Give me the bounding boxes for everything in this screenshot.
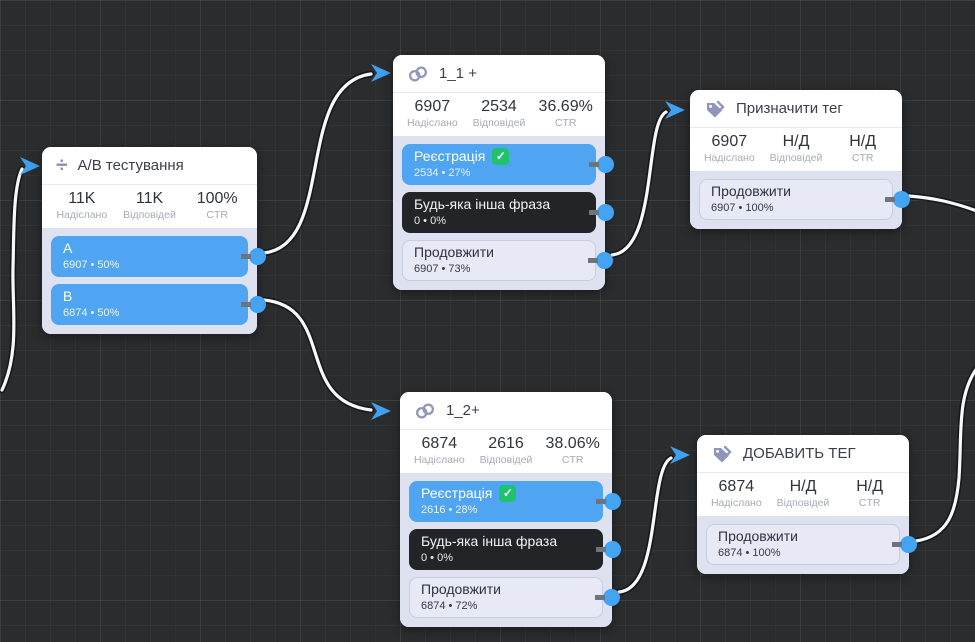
node-title: А/В тестування (77, 157, 184, 174)
button-label: Реєстрація (421, 485, 493, 501)
stat-replies: 2616 Відповідей (479, 435, 533, 466)
connection-add-tag-out (914, 368, 975, 543)
node-stats: 6907 Надіслано Н/Д Відповідей Н/Д CTR (690, 128, 902, 171)
stat-replies: Н/Д Відповідей (769, 133, 823, 164)
connection-port[interactable] (588, 252, 613, 269)
split-icon: ÷ (56, 154, 68, 177)
node-assign-tag[interactable]: Призначити тег 6907 Надіслано Н/Д Відпов… (690, 90, 910, 229)
button-stats: 6907 • 50% (63, 259, 120, 271)
stat-replies: 11K Відповідей (123, 190, 176, 221)
stat-replies: 2534 Відповідей (472, 98, 526, 129)
reply-button-any-other-phrase[interactable]: Будь-яка інша фраза 0 • 0% (409, 529, 621, 570)
continue-button[interactable]: Продовжити 6907 • 100% (699, 179, 910, 220)
node-ab-test[interactable]: ÷ А/В тестування 11K Надіслано 11K Відпо… (42, 147, 266, 334)
variant-b-button[interactable]: B 6874 • 50% (51, 284, 266, 325)
button-label: Продовжити (718, 528, 798, 544)
connection-1_1-to-assign-tag (610, 110, 668, 257)
node-title: Призначити тег (736, 100, 843, 117)
tag-icon (711, 444, 733, 464)
continue-button[interactable]: Продовжити 6874 • 100% (706, 524, 917, 565)
button-label: Будь-яка інша фраза (414, 196, 551, 212)
stat-sent: 6907 Надіслано (406, 98, 458, 129)
stat-sent: 6907 Надіслано (703, 133, 755, 164)
connection-a-to-1_1 (262, 72, 373, 255)
connection-port[interactable] (241, 296, 266, 313)
node-body: A 6907 • 50% B 6874 • 50% (42, 228, 266, 334)
node-add-tag[interactable]: ДОБАВИТЬ ТЕГ 6874 Надіслано Н/Д Відповід… (697, 435, 917, 574)
node-title: 1_1 + (439, 65, 477, 82)
node-title: ДОБАВИТЬ ТЕГ (743, 445, 856, 462)
button-label: Будь-яка інша фраза (421, 533, 558, 549)
variant-a-button[interactable]: A 6907 • 50% (51, 236, 266, 277)
stat-sent: 6874 Надіслано (710, 478, 762, 509)
node-header: ÷ А/В тестування (42, 147, 257, 185)
button-stats: 0 • 0% (414, 215, 446, 227)
arrowhead (371, 64, 391, 82)
connection-port[interactable] (596, 541, 621, 558)
node-body: Реєстрація ✓ 2534 • 27% Будь-яка інша фра… (393, 136, 614, 290)
button-stats: 6874 • 72% (421, 600, 478, 612)
connection-1_2-to-add-tag (617, 456, 673, 594)
stat-ctr: Н/Д CTR (856, 478, 884, 509)
node-stats: 6874 Надіслано Н/Д Відповідей Н/Д CTR (697, 473, 909, 516)
continue-button[interactable]: Продовжити 6907 • 73% (402, 240, 613, 281)
button-label: A (63, 240, 73, 256)
button-stats: 6907 • 73% (414, 263, 471, 275)
node-stats: 6907 Надіслано 2534 Відповідей 36.69% CT… (393, 93, 605, 136)
button-label: B (63, 288, 73, 304)
connection-assign-tag-out (907, 194, 975, 212)
stat-sent: 11K Надіслано (56, 190, 108, 221)
connection-port[interactable] (892, 536, 917, 553)
button-stats: 6907 • 100% (711, 202, 774, 214)
connection-port[interactable] (595, 589, 620, 606)
node-header: 1_2+ (400, 392, 612, 430)
arrowhead (20, 157, 40, 175)
tag-icon (704, 99, 726, 119)
node-message-1-1[interactable]: 1_1 + 6907 Надіслано 2534 Відповідей 36.… (393, 55, 614, 290)
stat-ctr: 36.69% CTR (538, 98, 593, 129)
connection-port[interactable] (596, 493, 621, 510)
link-icon (407, 64, 429, 84)
button-stats: 6874 • 50% (63, 307, 120, 319)
node-body: Продовжити 6907 • 100% (690, 171, 910, 229)
reply-button-any-other-phrase[interactable]: Будь-яка інша фраза 0 • 0% (402, 192, 614, 233)
button-stats: 0 • 0% (421, 552, 453, 564)
arrowhead (670, 446, 690, 464)
reply-button-registration[interactable]: Реєстрація ✓ 2534 • 27% (402, 144, 614, 185)
button-stats: 2534 • 27% (414, 167, 471, 179)
connection-port[interactable] (241, 248, 266, 265)
button-label: Продовжити (421, 581, 501, 597)
node-message-1-2[interactable]: 1_2+ 6874 Надіслано 2616 Відповідей 38.0… (400, 392, 621, 627)
button-stats: 2616 • 28% (421, 504, 478, 516)
node-title: 1_2+ (446, 402, 480, 419)
connection-entry (0, 167, 24, 392)
continue-button[interactable]: Продовжити 6874 • 72% (409, 577, 620, 618)
stat-sent: 6874 Надіслано (413, 435, 465, 466)
button-label: Продовжити (711, 183, 791, 199)
check-icon: ✓ (499, 485, 517, 502)
node-body: Реєстрація ✓ 2616 • 28% Будь-яка інша фра… (400, 473, 621, 627)
button-stats: 6874 • 100% (718, 547, 781, 559)
button-label: Реєстрація (414, 148, 486, 164)
node-stats: 11K Надіслано 11K Відповідей 100% CTR (42, 185, 257, 228)
check-icon: ✓ (492, 148, 510, 165)
connection-port[interactable] (885, 191, 910, 208)
stat-replies: Н/Д Відповідей (776, 478, 830, 509)
arrowhead (371, 402, 391, 420)
stat-ctr: Н/Д CTR (849, 133, 877, 164)
connection-port[interactable] (589, 156, 614, 173)
stat-ctr: 38.06% CTR (545, 435, 600, 466)
node-header: 1_1 + (393, 55, 605, 93)
stat-ctr: 100% CTR (196, 190, 238, 221)
node-stats: 6874 Надіслано 2616 Відповідей 38.06% CT… (400, 430, 612, 473)
button-label: Продовжити (414, 244, 494, 260)
node-header: Призначити тег (690, 90, 902, 128)
node-header: ДОБАВИТЬ ТЕГ (697, 435, 909, 473)
arrowhead (665, 101, 685, 119)
connection-port[interactable] (589, 204, 614, 221)
connection-b-to-1_2 (262, 298, 373, 412)
link-icon (414, 401, 436, 421)
reply-button-registration[interactable]: Реєстрація ✓ 2616 • 28% (409, 481, 621, 522)
node-body: Продовжити 6874 • 100% (697, 516, 917, 574)
